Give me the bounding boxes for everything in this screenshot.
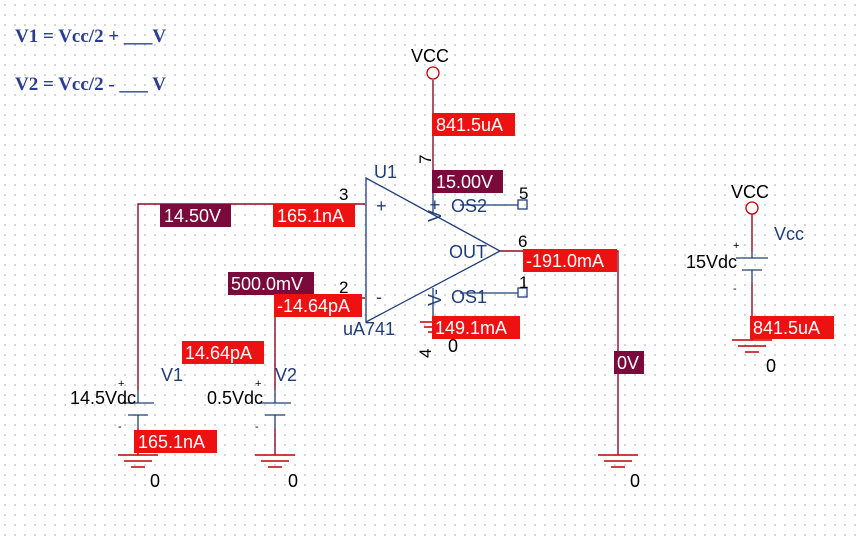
ground-label-vcc: 0 xyxy=(766,356,776,376)
probe-vminus-current: 149.1mA xyxy=(432,316,520,339)
vcc-power-circle xyxy=(426,66,440,80)
opamp-vminus-label: V- xyxy=(425,289,445,306)
vcc-source-name: Vcc xyxy=(774,224,804,244)
vcc-battery-symbol xyxy=(736,252,768,282)
pin-number-1: 1 xyxy=(519,273,528,292)
probe-v2-current-text: 14.64pA xyxy=(185,343,252,363)
ground-output: 0 xyxy=(598,454,640,491)
vcc-source-value: 15Vdc xyxy=(686,252,737,272)
probe-vminus-current-text: 149.1mA xyxy=(435,318,507,338)
vcc-power-circle-source xyxy=(745,201,759,215)
source-v1[interactable]: + - V1 14.5Vdc 0 xyxy=(70,365,183,491)
v1-name: V1 xyxy=(161,365,183,385)
probe-plus-input-current-text: 165.1nA xyxy=(277,206,344,226)
v1-value: 14.5Vdc xyxy=(70,388,136,408)
ground-label-output: 0 xyxy=(630,471,640,491)
probe-vcc-current-text: 841.5uA xyxy=(436,115,503,135)
pin-number-3: 3 xyxy=(339,185,348,204)
equation-v1: V1 = Vcc/2 + ___V xyxy=(15,26,166,47)
probe-plus-input-current: 165.1nA xyxy=(273,204,355,227)
opamp-os2-label: OS2 xyxy=(451,196,487,216)
probe-vcc-source-current-text: 841.5uA xyxy=(753,318,820,338)
source-vcc[interactable]: VCC + - Vcc 15Vdc 0 xyxy=(686,182,804,376)
equation-v2: V2 = Vcc/2 - ___ V xyxy=(15,74,166,95)
probe-plus-input-voltage-text: 14.50V xyxy=(164,206,221,226)
probe-output-current-text: -191.0mA xyxy=(526,251,604,271)
wire-output xyxy=(500,250,619,455)
probe-output-current: -191.0mA xyxy=(523,249,617,272)
os2-terminal xyxy=(517,199,528,210)
vcc-plus-sign: + xyxy=(733,240,739,252)
ground-label-v1: 0 xyxy=(150,471,160,491)
ground-label-opamp: 0 xyxy=(448,336,458,356)
probe-minus-input-voltage: 500.0mV xyxy=(228,272,314,295)
opamp-refdes: U1 xyxy=(374,162,397,182)
v2-plus-sign: + xyxy=(255,378,261,390)
probe-minus-input-current-text: -14.64pA xyxy=(277,296,350,316)
pin-number-5: 5 xyxy=(519,184,528,203)
pin-number-4: 4 xyxy=(416,349,435,358)
probe-output-voltage: 0V xyxy=(614,351,644,374)
vcc-label-source: VCC xyxy=(731,182,769,202)
probe-vcc-current: 841.5uA xyxy=(432,113,515,136)
ground-symbol-v1 xyxy=(118,454,158,468)
source-v2[interactable]: + - V2 0.5Vdc 0 xyxy=(207,365,298,491)
probe-pos-rail-voltage: 15.00V xyxy=(432,170,503,193)
probe-v2-current: 14.64pA xyxy=(182,341,264,364)
probe-minus-input-current: -14.64pA xyxy=(274,294,362,317)
probe-output-voltage-text: 0V xyxy=(617,353,639,373)
opamp-model: uA741 xyxy=(343,319,395,339)
probe-pos-rail-voltage-text: 15.00V xyxy=(436,172,493,192)
v1-battery-symbol xyxy=(122,390,154,428)
pin-number-7: 7 xyxy=(416,155,435,164)
ground-symbol-v2 xyxy=(255,454,295,468)
ground-symbol-vcc xyxy=(732,339,772,353)
ground-symbol-output xyxy=(598,454,638,468)
opamp-triangle xyxy=(365,176,502,324)
v1-plus-sign: + xyxy=(118,378,124,390)
v2-name: V2 xyxy=(275,365,297,385)
probe-v1-current-text: 165.1nA xyxy=(138,432,205,452)
ground-label-v2: 0 xyxy=(288,471,298,491)
v2-battery-symbol xyxy=(259,390,291,428)
os1-terminal xyxy=(517,287,528,298)
opamp-u1[interactable]: U1 uA741 + - OUT OS2 OS1 V+ V- 3 2 7 4 5… xyxy=(339,155,528,358)
vcc-minus-sign: - xyxy=(733,283,737,295)
vcc-label-main: VCC xyxy=(411,46,449,66)
v2-minus-sign: - xyxy=(255,421,259,433)
opamp-out-label: OUT xyxy=(449,242,487,262)
probe-v1-current: 165.1nA xyxy=(134,430,217,453)
opamp-plus-sign: + xyxy=(376,196,387,216)
probe-minus-input-voltage-text: 500.0mV xyxy=(231,274,303,294)
v1-minus-sign: - xyxy=(118,421,122,433)
probe-vcc-source-current: 841.5uA xyxy=(750,316,834,339)
pin-number-2: 2 xyxy=(339,278,348,297)
probe-plus-input-voltage: 14.50V xyxy=(160,204,231,227)
opamp-vplus-label: V+ xyxy=(425,199,445,222)
opamp-minus-sign: - xyxy=(376,287,382,307)
pin-number-6: 6 xyxy=(518,232,527,251)
opamp-os1-label: OS1 xyxy=(451,287,487,307)
v2-value: 0.5Vdc xyxy=(207,388,263,408)
vcc-power-symbol-main[interactable]: VCC xyxy=(411,46,449,80)
